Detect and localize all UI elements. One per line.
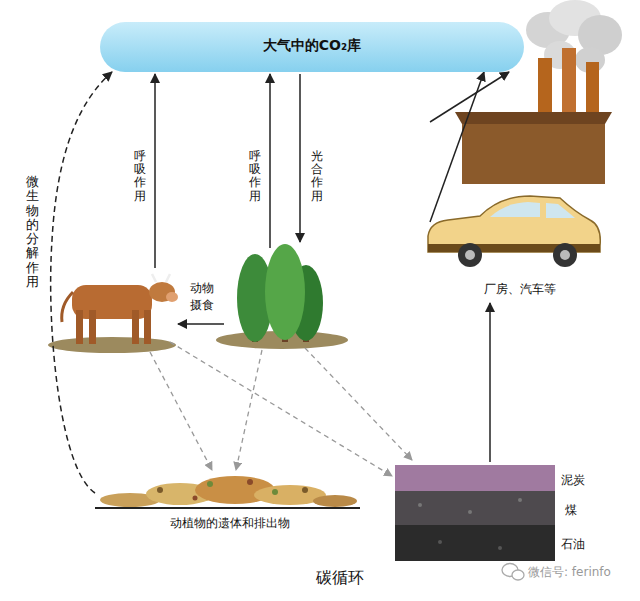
dashed-arrow — [170, 342, 392, 476]
fossil-layers — [438, 540, 442, 544]
remains-group: 动植物的遗体和排出物 — [95, 465, 364, 537]
fossil-layers — [395, 465, 555, 491]
process-label: 呼吸作用 — [134, 150, 146, 203]
fossil-layers — [395, 525, 555, 561]
remains-pile — [313, 495, 357, 507]
fossil-fuel: 泥炭煤石油 — [395, 462, 620, 562]
remains-pile — [193, 496, 198, 501]
cow-picture — [76, 310, 83, 344]
remains-label: 动植物的遗体和排出物 — [95, 515, 364, 532]
remains-pile — [272, 489, 278, 495]
emission-source: 厂房、汽车等 — [430, 5, 609, 303]
car-picture — [465, 250, 475, 260]
remains-pile — [157, 487, 163, 493]
cow-picture — [132, 310, 139, 344]
process-label: 动物摄食 — [190, 280, 214, 314]
cow-picture — [152, 274, 170, 282]
caption: 碳循环 — [316, 568, 364, 589]
source-label: 厂房、汽车等 — [430, 281, 609, 298]
watermark-icon — [502, 564, 524, 581]
fossil-layers — [498, 546, 502, 550]
edge-label: 微生物的分解作用 — [26, 175, 39, 289]
connector — [489, 303, 491, 462]
car-picture — [553, 243, 577, 267]
watermark-icon — [512, 570, 524, 580]
factory-picture — [586, 62, 599, 112]
process-label: 呼吸作用 — [249, 150, 261, 203]
factory-picture — [562, 48, 576, 112]
flow-arrow — [299, 74, 301, 242]
cow-picture — [48, 337, 176, 353]
pool-title: 大气中的CO₂库 — [100, 37, 524, 55]
fossil-layers — [418, 503, 422, 507]
remains-pile — [247, 479, 253, 485]
dashed-arrow — [305, 348, 412, 460]
connector — [430, 72, 509, 122]
tree-picture — [216, 244, 348, 349]
remains-pile — [95, 507, 360, 509]
cow-picture — [48, 274, 178, 353]
car-picture — [458, 243, 482, 267]
connector — [430, 72, 484, 222]
layer-label: 石油 — [561, 536, 585, 553]
watermark: 微信号: ferinfo — [528, 564, 611, 581]
flow-arrow — [155, 74, 300, 324]
cow-picture — [144, 310, 151, 344]
car-picture — [490, 202, 540, 217]
co2-pool: 大气中的CO₂库 — [100, 22, 524, 72]
flow-arrow — [269, 74, 271, 248]
process-label: 光合作用 — [311, 150, 323, 203]
car-picture — [560, 250, 570, 260]
remains-pile — [302, 487, 308, 493]
tree-picture — [265, 244, 305, 340]
car-picture — [428, 196, 600, 267]
fossil-layers — [468, 510, 472, 514]
cow-picture — [166, 292, 178, 302]
cow-picture — [62, 292, 73, 322]
fossil-layers — [518, 498, 522, 502]
dashed-arrow — [150, 352, 212, 470]
layer-label: 煤 — [565, 502, 577, 519]
flow-arrow — [178, 323, 224, 325]
connector — [51, 72, 112, 493]
fossil-layers — [395, 465, 555, 561]
fossil-layers — [395, 491, 555, 525]
cow-picture — [72, 285, 152, 319]
factory-picture — [455, 112, 612, 124]
car-picture — [428, 196, 600, 252]
remains-pile — [207, 481, 213, 487]
layer-label: 泥炭 — [561, 472, 585, 489]
dashed-arrow — [150, 342, 412, 476]
cow-picture — [89, 310, 96, 344]
dashed-arrow — [236, 350, 262, 470]
flow-arrow — [154, 74, 156, 268]
car-picture — [546, 203, 575, 218]
factory-picture — [538, 58, 552, 112]
factory-picture — [462, 124, 605, 184]
remains-pile — [95, 476, 360, 508]
